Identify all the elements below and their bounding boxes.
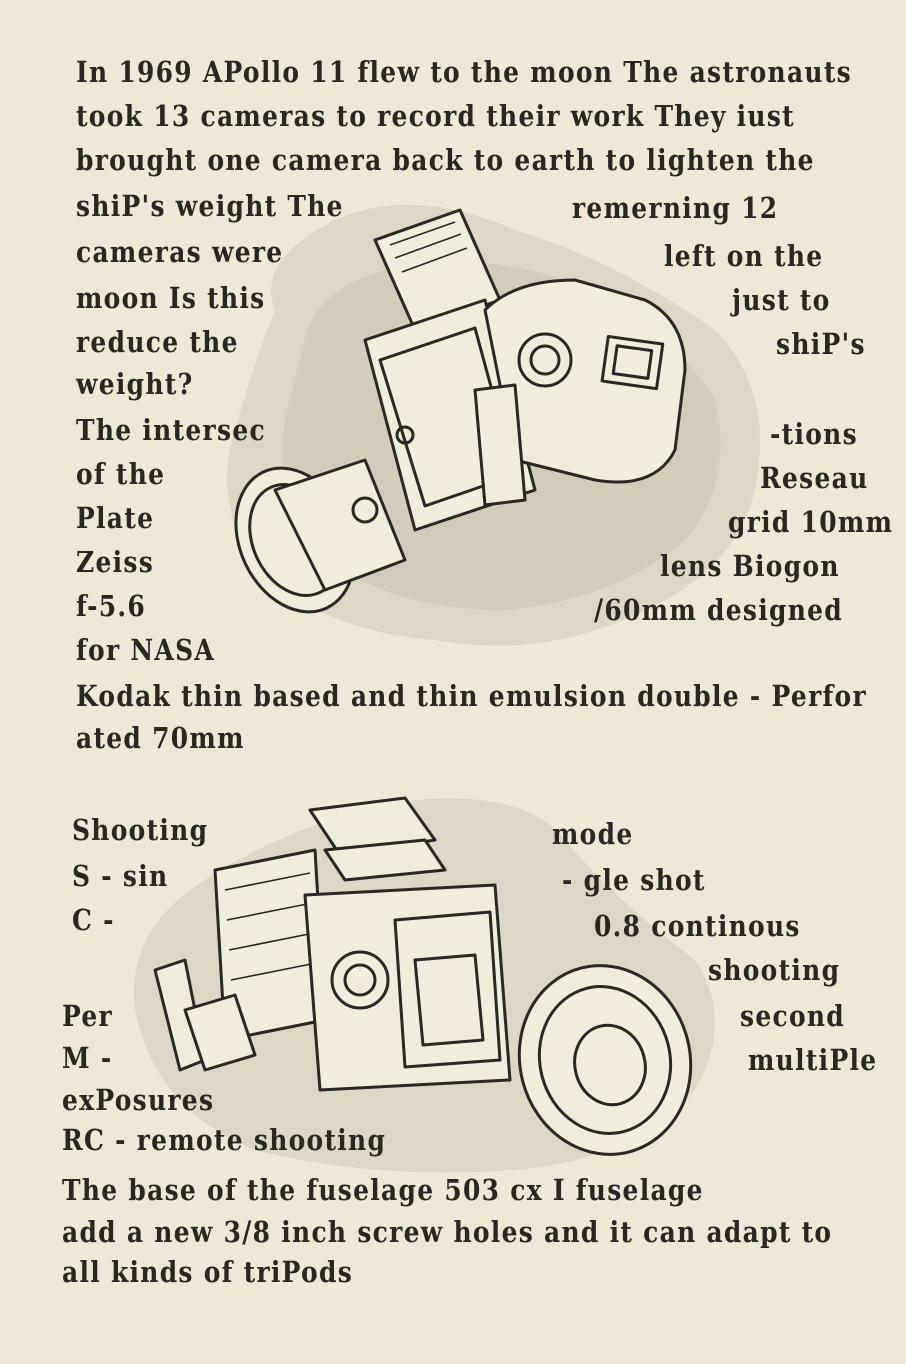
wrap-1-left-line-5: weight?	[76, 367, 194, 401]
wrap-1-right-line-8: lens Biogon	[660, 549, 840, 583]
wrap-1-right-line-4: shiP's	[776, 327, 866, 361]
wrap-1-left-line-9: Zeiss	[76, 545, 155, 579]
wrap-1-right-line-2: left on the	[664, 239, 824, 273]
wrap-2-right-line-4: shooting	[708, 953, 841, 987]
paragraph-2-line-1: Kodak thin based and thin emulsion doubl…	[76, 679, 867, 713]
paragraph-1-line-3: brought one camera back to earth to ligh…	[76, 143, 815, 177]
wrap-1-right-line-5: -tions	[770, 417, 858, 451]
wrap-1-right-line-6: Reseau	[760, 461, 869, 495]
wrap-2-left-line-7: RC - remote shooting	[62, 1123, 387, 1157]
wrap-2-left-line-5: M -	[62, 1041, 113, 1075]
wrap-1-right-line-3: just to	[732, 283, 831, 317]
paragraph-2-line-2: ated 70mm	[76, 721, 245, 755]
wrap-1-left-line-10: f-5.6	[76, 589, 147, 623]
wrap-1-left-line-8: Plate	[76, 501, 155, 535]
camera-illustration-top	[227, 204, 760, 646]
wrap-1-right-line-9: /60mm designed	[594, 593, 844, 627]
paragraph-3-line-1: The base of the fuselage 503 cx I fusela…	[62, 1173, 704, 1207]
wrap-2-left-line-4: Per	[62, 999, 113, 1033]
wrap-1-left-line-3: moon Is this	[76, 281, 266, 315]
wrap-1-right-line-1: remerning 12	[572, 191, 779, 225]
wrap-1-left-line-11: for NASA	[76, 633, 216, 667]
wrap-2-left-line-3: C -	[72, 903, 115, 937]
wrap-2-right-line-1: mode	[552, 817, 634, 851]
wrap-1-left-line-4: reduce the	[76, 325, 239, 359]
wrap-1-left-line-1: shiP's weight The	[76, 189, 344, 223]
wrap-1-right-line-7: grid 10mm	[728, 505, 894, 539]
wrap-2-right-line-6: multiPle	[748, 1043, 878, 1077]
wrap-2-left-line-1: Shooting	[72, 813, 209, 847]
wrap-2-left-line-6: exPosures	[62, 1083, 215, 1117]
wrap-1-left-line-6: The intersec	[76, 413, 266, 447]
wrap-1-left-line-7: of the	[76, 457, 166, 491]
wrap-2-left-line-2: S - sin	[72, 859, 169, 893]
wrap-2-right-line-2: - gle shot	[562, 863, 706, 897]
paragraph-3-line-3: all kinds of triPods	[62, 1255, 354, 1289]
wrap-1-left-line-2: cameras were	[76, 235, 284, 269]
wrap-2-right-line-5: second	[740, 999, 846, 1033]
paragraph-1-line-2: took 13 cameras to record their work The…	[76, 99, 795, 133]
camera-illustration-bottom	[133, 796, 715, 1173]
paragraph-3-line-2: add a new 3/8 inch screw holes and it ca…	[62, 1215, 833, 1249]
paragraph-1-line-1: In 1969 APollo 11 flew to the moon The a…	[76, 55, 852, 89]
wrap-2-right-line-3: 0.8 continous	[594, 909, 801, 943]
